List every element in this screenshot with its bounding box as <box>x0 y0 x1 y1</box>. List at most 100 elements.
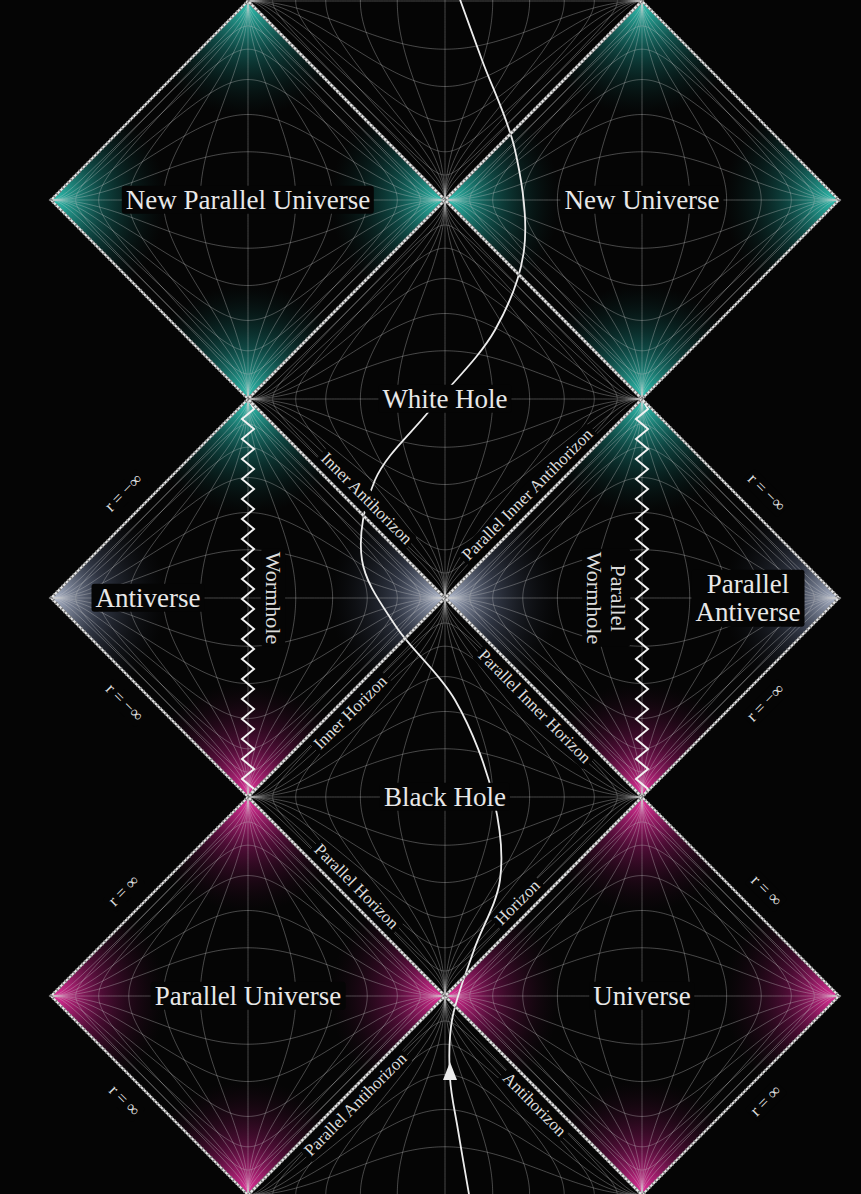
grid-line <box>445 996 564 1194</box>
infinity-label: r = −∞ <box>741 678 790 728</box>
region-diamond: Parallel Universe <box>51 797 445 1194</box>
wormhole-singularity <box>636 399 648 797</box>
diamond-outline <box>51 797 445 1194</box>
diamond-outline <box>248 200 642 598</box>
horizon-label: Parallel Inner Horizon <box>471 645 595 770</box>
grid-line <box>360 0 445 200</box>
region-label: Parallel Universe <box>151 982 346 1010</box>
grid-line <box>248 0 642 1</box>
grid-line <box>248 399 296 797</box>
region-diamond: Universe <box>445 797 839 1194</box>
grid-line <box>445 996 594 1194</box>
grid-line <box>326 0 445 200</box>
grid-line <box>51 447 445 598</box>
grid-line <box>248 0 642 1</box>
diamond-outline-texture <box>248 598 642 996</box>
grid-line <box>326 996 445 1194</box>
diamond-outline-texture <box>445 399 839 797</box>
grid-line <box>248 1044 642 1194</box>
infinity-label: r = −∞ <box>741 468 790 518</box>
glow-group <box>0 0 560 514</box>
horizon-label: Parallel Horizon <box>308 838 404 935</box>
horizon-label: Parallel Antihorizon <box>299 1048 413 1163</box>
diamond-outline <box>248 598 642 996</box>
grid-line <box>445 996 446 1194</box>
wormhole-label: Wormhole <box>261 549 285 647</box>
grid-line <box>445 996 617 1194</box>
region-diamond: White Hole <box>248 200 642 598</box>
diamond-outline-texture <box>51 1 445 399</box>
grid-line <box>51 49 445 200</box>
diamond-outline-texture <box>445 1 839 399</box>
worldline-arrowhead <box>443 1062 457 1080</box>
horizon-label: Inner Horizon <box>308 671 393 757</box>
region-diamond: Black Hole <box>248 598 642 996</box>
horizon-label: Inner Antihorizon <box>315 447 418 551</box>
grid-line <box>248 1021 642 1194</box>
grid-line <box>445 0 530 200</box>
diamond-outline <box>51 399 445 797</box>
diamond-outline-texture <box>445 797 839 1194</box>
partial-diamond <box>248 996 642 1194</box>
region-label: New Parallel Universe <box>122 186 374 214</box>
grid-line <box>51 26 445 200</box>
grid-line <box>642 399 814 797</box>
wormhole-singularity <box>242 399 254 797</box>
diamond-outline <box>248 996 642 1194</box>
diamond-outline <box>445 797 839 1194</box>
infinity-label: r = ∞ <box>745 870 788 913</box>
grid-line <box>445 845 839 996</box>
region-label: Black Hole <box>380 783 510 811</box>
grid-line <box>248 1 642 2</box>
region-label: White Hole <box>378 385 511 413</box>
horizon-label: Parallel Inner Antihorizon <box>456 423 598 567</box>
region-label: Parallel Antiverse <box>692 570 805 627</box>
diamond-outline-texture <box>51 399 445 797</box>
glow-group <box>0 682 560 1194</box>
grid-line <box>248 0 642 1</box>
diamond-outline <box>445 399 839 797</box>
grid-line <box>248 225 642 399</box>
infinity-label: r = ∞ <box>103 870 146 913</box>
wormhole-label: Parallel Wormhole <box>582 549 630 647</box>
diamond-outline <box>51 1 445 399</box>
grid-line <box>51 424 445 598</box>
region-diamond: Antiverse <box>51 399 445 797</box>
diamond-outline-texture <box>248 200 642 598</box>
region-diamond: New Universe <box>445 1 839 399</box>
region-label: New Universe <box>560 186 723 214</box>
grid-line <box>642 399 690 797</box>
grid-line <box>445 822 839 996</box>
horizon-label: Horizon <box>489 874 546 931</box>
diamond-outline-texture <box>248 996 642 1194</box>
diamond-outline <box>248 0 642 200</box>
grid-line <box>248 0 642 1</box>
region-label: Antiverse <box>92 584 205 612</box>
coordinate-grid <box>51 0 839 1194</box>
grid-line <box>248 623 642 797</box>
region-diamond: New Parallel Universe <box>51 1 445 399</box>
grid-line <box>248 0 642 1</box>
grid-line <box>296 996 445 1194</box>
diamond-outline <box>445 1 839 399</box>
grid-line <box>51 822 445 996</box>
region-label: Universe <box>589 982 694 1010</box>
grid-line <box>248 248 642 399</box>
infinity-label: r = ∞ <box>103 1080 146 1123</box>
infinity-label: r = −∞ <box>99 678 148 728</box>
region-diamond: Parallel Antiverse <box>445 399 839 797</box>
grid-line <box>248 646 642 797</box>
horizon-label: Antihorizon <box>496 1067 571 1143</box>
grid-line <box>296 0 445 200</box>
diamond-outline-texture <box>51 797 445 1194</box>
diamond-outline-texture <box>248 0 642 200</box>
grid-line <box>397 996 445 1194</box>
partial-diamond <box>248 0 642 200</box>
grid-line <box>445 0 446 200</box>
infinity-label: r = −∞ <box>99 468 148 518</box>
grid-line <box>445 49 839 200</box>
grid-line <box>248 399 420 797</box>
